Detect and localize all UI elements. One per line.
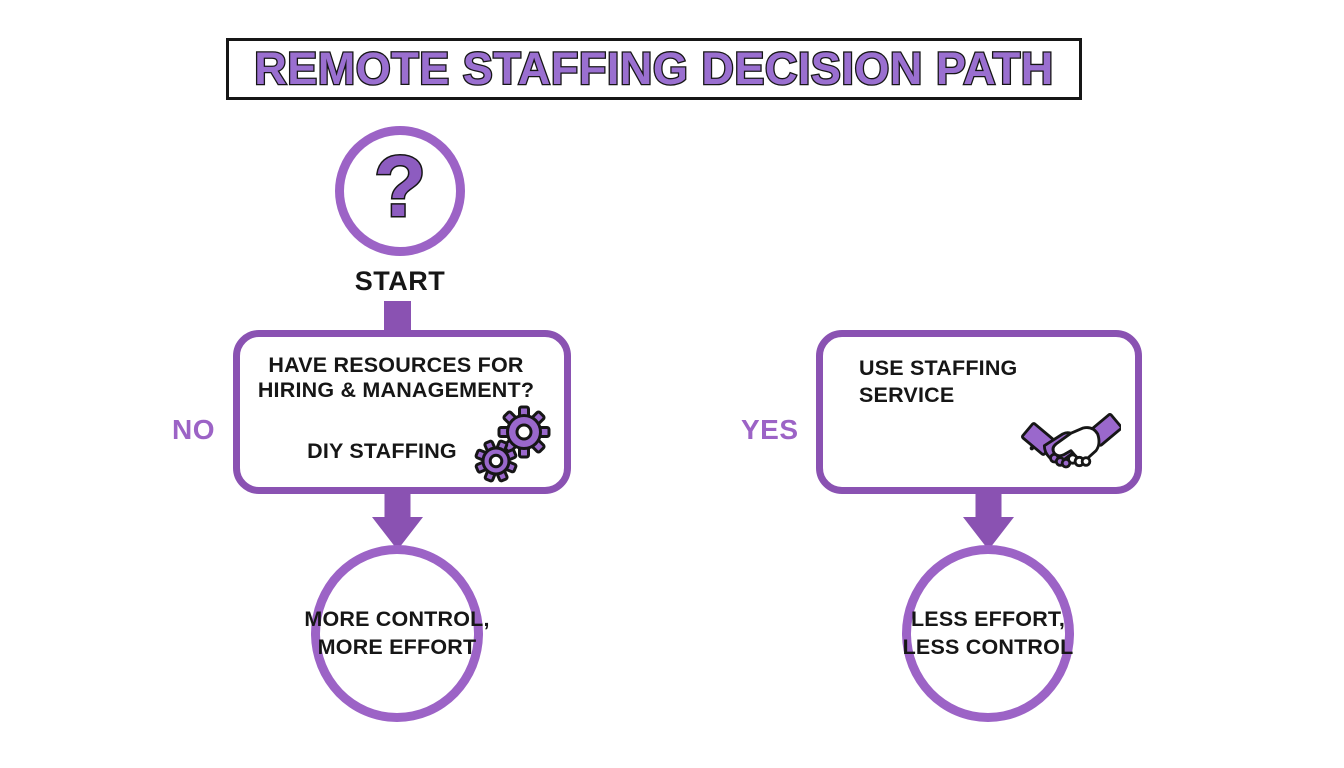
gears-icon [472, 403, 552, 483]
diy-outcome-line2: MORE EFFORT [317, 634, 477, 659]
arrow-down-icon [372, 491, 423, 550]
diy-question-text: HAVE RESOURCES FOR HIRING & MANAGEMENT? [240, 353, 552, 404]
diy-outcome-line1: MORE CONTROL, [304, 606, 490, 631]
diy-outcome-node: MORE CONTROL, MORE EFFORT [304, 545, 489, 722]
diy-question-line1: HAVE RESOURCES FOR [268, 353, 524, 377]
service-text: USE STAFFING SERVICE [859, 355, 1017, 409]
handshake-icon [1021, 409, 1123, 479]
service-outcome-node: LESS EFFORT, LESS CONTROL [902, 545, 1074, 722]
diy-answer-text: DIY STAFFING [307, 439, 457, 463]
question-mark-icon: ? [372, 137, 428, 236]
staffing-service-node: USE STAFFING SERVICE [816, 330, 1142, 494]
start-node: ? [335, 126, 465, 256]
diy-question-line2: HIRING & MANAGEMENT? [257, 378, 535, 403]
service-line1: USE STAFFING [859, 356, 1018, 380]
service-outcome-line1: LESS EFFORT, [910, 606, 1066, 631]
page-title: REMOTE STAFFING DECISION PATH [253, 42, 1055, 96]
service-outcome-line2: LESS CONTROL [902, 634, 1074, 659]
connector-start-to-diy [384, 301, 411, 333]
start-label: START [354, 266, 446, 296]
branch-label-yes: YES [741, 414, 799, 445]
diy-staffing-node: HAVE RESOURCES FOR HIRING & MANAGEMENT? … [233, 330, 571, 494]
service-line2: SERVICE [859, 382, 955, 407]
title-box: REMOTE STAFFING DECISION PATH [226, 38, 1082, 100]
branch-label-no: NO [172, 414, 215, 445]
arrow-down-icon [963, 491, 1014, 550]
